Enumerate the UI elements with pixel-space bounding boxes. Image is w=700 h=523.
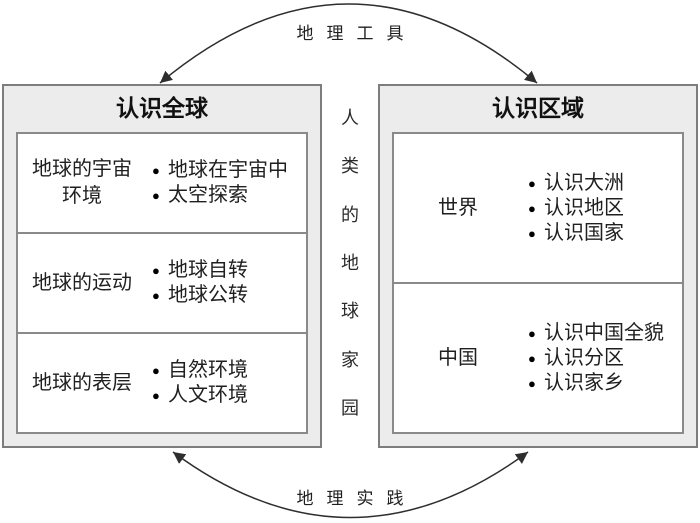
panel-global-table: 地球的宇宙 环境 ● 地球在宇宙中 ● 太空探索 地球的运动 (16, 132, 308, 434)
list-item-label: 地球公转 (168, 284, 248, 306)
list-item: ● 地球公转 (152, 283, 306, 308)
row-earth-surface: 地球的表层 ● 自然环境 ● 人文环境 (18, 332, 306, 432)
bullet-icon: ● (152, 263, 160, 278)
bullet-icon: ● (152, 188, 160, 203)
row-label: 地球的表层 (18, 334, 146, 432)
row-earth-cosmic-environment: 地球的宇宙 环境 ● 地球在宇宙中 ● 太空探索 (18, 134, 306, 232)
bullet-icon: ● (528, 225, 536, 241)
bullet-icon: ● (528, 350, 536, 366)
bullet-icon: ● (152, 288, 160, 303)
list-item: ● 人文环境 (152, 383, 306, 408)
vertical-char: 类 (341, 156, 359, 177)
top-arc-label: 地理工具 (296, 24, 417, 43)
vertical-char: 人 (341, 108, 359, 128)
list-item: ● 认识大洲 (528, 171, 682, 196)
list-item: ● 认识中国全貌 (528, 321, 682, 346)
row-label-line: 中国 (438, 346, 478, 369)
list-item-label: 认识家乡 (544, 371, 624, 394)
bullet-icon: ● (152, 388, 160, 403)
bullet-list: ● 地球在宇宙中 ● 太空探索 (146, 134, 306, 232)
row-china: 中国 ● 认识中国全貌 ● 认识分区 ● 认识家乡 (394, 282, 682, 432)
row-label: 地球的宇宙 环境 (18, 134, 146, 232)
row-label: 中国 (394, 284, 522, 432)
list-item-label: 太空探索 (168, 184, 248, 206)
bullet-icon: ● (528, 375, 536, 391)
bullet-icon: ● (528, 175, 536, 191)
bullet-icon: ● (152, 163, 160, 178)
vertical-char: 球 (341, 301, 359, 322)
vertical-char: 地 (341, 252, 359, 273)
list-item: ● 太空探索 (152, 183, 306, 208)
bullet-icon: ● (528, 325, 536, 341)
list-item-label: 人文环境 (168, 384, 248, 406)
list-item-label: 地球自转 (168, 259, 248, 281)
top-arc (159, 3, 538, 84)
list-item: ● 认识家乡 (528, 371, 682, 396)
panel-global-title: 认识全球 (116, 96, 208, 121)
list-item-label: 认识地区 (544, 196, 624, 219)
list-item: ● 认识地区 (528, 196, 682, 221)
vertical-char: 园 (341, 397, 359, 418)
row-label-line: 世界 (438, 196, 478, 219)
row-world: 世界 ● 认识大洲 ● 认识地区 ● 认识国家 (394, 134, 682, 282)
list-item-label: 认识国家 (544, 221, 624, 244)
list-item-label: 认识中国全貌 (544, 321, 664, 344)
list-item-label: 自然环境 (168, 359, 248, 381)
row-label-line: 地球的表层 (32, 371, 132, 394)
bullet-icon: ● (152, 363, 160, 378)
panel-region: 认识区域 世界 ● 认识大洲 ● 认识地区 ● (378, 84, 698, 448)
list-item: ● 认识分区 (528, 346, 682, 371)
bullet-icon: ● (528, 200, 536, 216)
list-item: ● 地球在宇宙中 (152, 158, 306, 183)
bullet-list: ● 认识中国全貌 ● 认识分区 ● 认识家乡 (522, 284, 682, 432)
bottom-arc-label: 地理实践 (296, 489, 417, 508)
center-vertical-text: 人 类 的 地 球 家 园 (322, 104, 378, 420)
vertical-char: 的 (341, 204, 359, 225)
vertical-char: 家 (341, 349, 359, 370)
row-earth-motion: 地球的运动 ● 地球自转 ● 地球公转 (18, 232, 306, 332)
list-item: ● 自然环境 (152, 358, 306, 383)
panel-region-table: 世界 ● 认识大洲 ● 认识地区 ● 认识国家 (392, 132, 684, 434)
panel-region-title: 认识区域 (492, 96, 584, 121)
bottom-arc (172, 451, 529, 519)
row-label-line: 地球的运动 (32, 271, 132, 294)
list-item: ● 认识国家 (528, 221, 682, 246)
row-label: 世界 (394, 134, 522, 282)
list-item-label: 认识分区 (544, 346, 624, 369)
panel-global: 认识全球 地球的宇宙 环境 ● 地球在宇宙中 ● 太空探索 (2, 84, 322, 448)
bullet-list: ● 认识大洲 ● 认识地区 ● 认识国家 (522, 134, 682, 282)
row-label-line: 环境 (62, 185, 102, 207)
bullet-list: ● 地球自转 ● 地球公转 (146, 234, 306, 332)
list-item-label: 地球在宇宙中 (168, 159, 288, 181)
bullet-list: ● 自然环境 ● 人文环境 (146, 334, 306, 432)
list-item: ● 地球自转 (152, 258, 306, 283)
row-label-line: 地球的宇宙 (32, 158, 132, 180)
list-item-label: 认识大洲 (544, 171, 624, 194)
row-label: 地球的运动 (18, 234, 146, 332)
